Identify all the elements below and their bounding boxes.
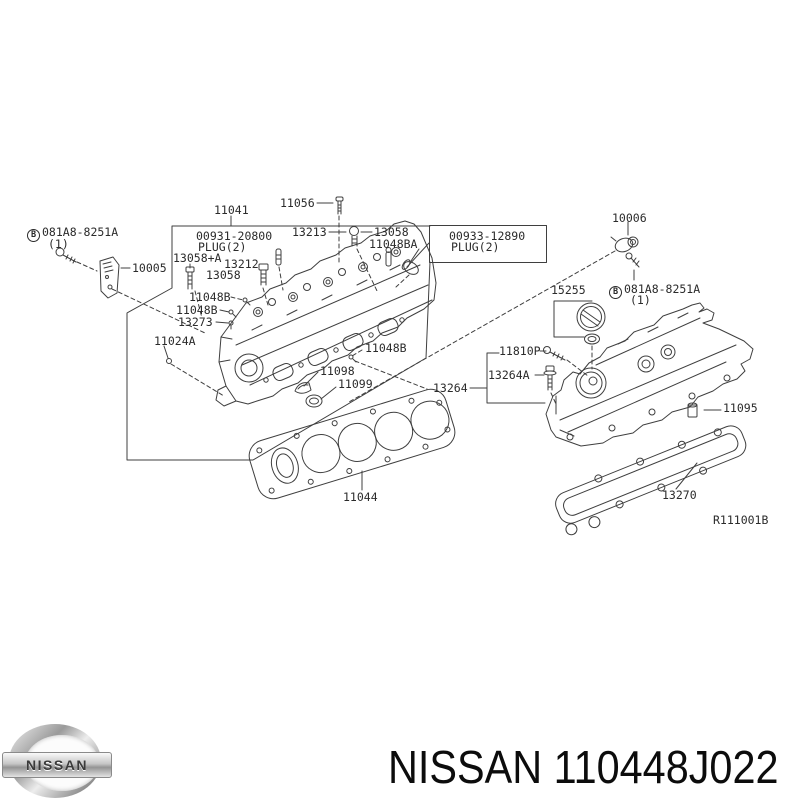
part-label-13264: 13264 [433,381,468,395]
callout-boxes [126,215,593,461]
part-label-11044: 11044 [343,490,378,504]
part-label-13212: 13212 [224,257,259,271]
nissan-logo-bar: NISSAN [2,752,112,778]
nissan-logo-text: NISSAN [26,757,88,773]
part-label-13213: 13213 [292,225,327,239]
part-label-13058-mid: 13058 [206,268,241,282]
part-label-13273: 13273 [178,315,213,329]
part-label-13058-top: 13058 [374,225,409,239]
circled-b-icon: B [27,229,40,242]
part-label-11048B-1: 11048B [189,290,231,304]
part-label-11056: 11056 [280,196,315,210]
part-label-11048B-2: 11048B [176,303,218,317]
part-label-10006: 10006 [612,211,647,225]
part-label-11024A: 11024A [154,334,196,348]
part-label-13058A: 13058+A [173,251,222,265]
part-label-00933-12890-qty: PLUG(2) [451,240,500,254]
circled-b-icon: B [609,286,622,299]
dashed-leader-lines [76,215,616,405]
part-label-10005: 10005 [132,261,167,275]
part-label-11098: 11098 [320,364,355,378]
part-label-11810P: 11810P [499,344,541,358]
part-label-081A8-8251A-left-qty: (1) [48,237,69,251]
part-label-11095: 11095 [723,401,758,415]
diagram-ref-code: R111001B [713,513,769,527]
leader-lines [120,202,722,491]
part-label-00931-20800-qty: PLUG(2) [198,240,247,254]
part-label-00933-12890: 00933-12890 [449,229,526,243]
part-label-00931-20800: 00931-20800 [196,229,273,243]
valve-cover-gasket-drawing [555,425,747,536]
fastener-drawings [55,196,698,418]
part-label-15255: 15255 [551,283,586,297]
page-title: NISSAN 110448J022 [388,741,779,793]
part-label-11041: 11041 [214,203,249,217]
valve-cover-drawing [545,302,754,447]
cylinder-head-drawing [215,220,437,407]
part-label-13264A: 13264A [488,368,530,382]
part-label-11048B-3: 11048B [365,341,407,355]
part-label-081A8-8251A-right-qty: (1) [630,293,651,307]
part-label-11099: 11099 [338,377,373,391]
head-gasket-drawing [248,388,456,500]
part-label-11048BA: 11048BA [369,237,418,251]
part-label-13270: 13270 [662,488,697,502]
nissan-logo: NISSAN [2,722,112,800]
